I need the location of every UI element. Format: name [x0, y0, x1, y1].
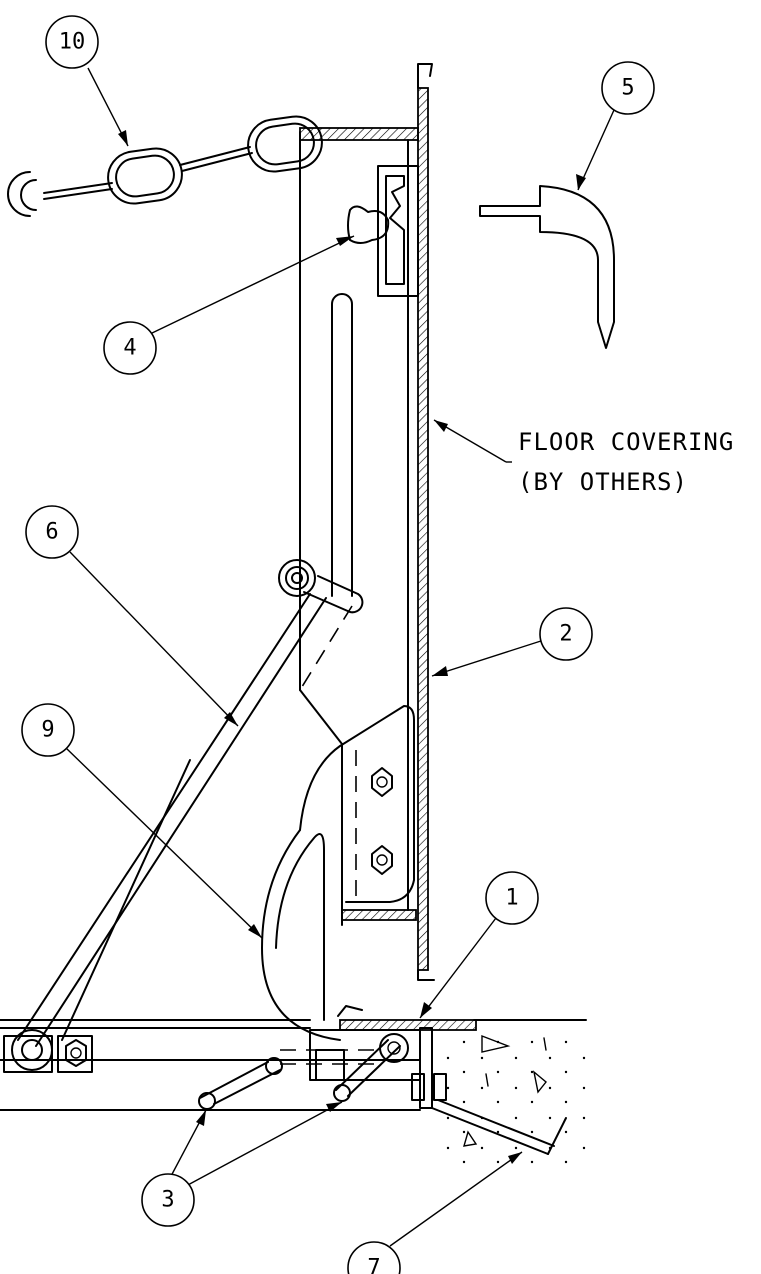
- note-by-others: (BY OTHERS): [518, 468, 688, 496]
- strut-guide: [331, 293, 353, 597]
- balloon-1: 1: [419, 871, 539, 1019]
- svg-text:3: 3: [161, 1188, 174, 1213]
- floor-frame: [0, 1005, 587, 1155]
- balloon-3: 3: [141, 1101, 343, 1227]
- balloon-6: 6: [25, 505, 239, 727]
- concrete-slab: [440, 1030, 590, 1170]
- svg-text:9: 9: [41, 718, 54, 743]
- svg-text:4: 4: [123, 336, 136, 361]
- balloon-2: 2: [431, 607, 593, 677]
- svg-text:2: 2: [559, 622, 572, 647]
- balloon-4: 4: [103, 235, 355, 375]
- lifting-handle: [479, 185, 615, 349]
- svg-text:1: 1: [505, 886, 518, 911]
- svg-text:10: 10: [59, 30, 86, 55]
- door-frame: [299, 63, 435, 981]
- support-arm: [11, 559, 364, 1071]
- floor-covering-note: FLOOR COVERING (BY OTHERS): [433, 419, 734, 496]
- balloon-7: 7: [347, 1151, 523, 1274]
- svg-text:5: 5: [621, 76, 634, 101]
- svg-text:6: 6: [45, 520, 58, 545]
- note-floor-covering: FLOOR COVERING: [518, 428, 734, 456]
- torsion-rods: [198, 1039, 401, 1110]
- balloon-9: 9: [21, 703, 263, 939]
- balloon-5: 5: [576, 61, 655, 191]
- svg-text:7: 7: [367, 1256, 380, 1274]
- chain: [7, 115, 323, 217]
- balloon-10: 10: [45, 15, 129, 147]
- hinge-plate: [261, 705, 415, 1041]
